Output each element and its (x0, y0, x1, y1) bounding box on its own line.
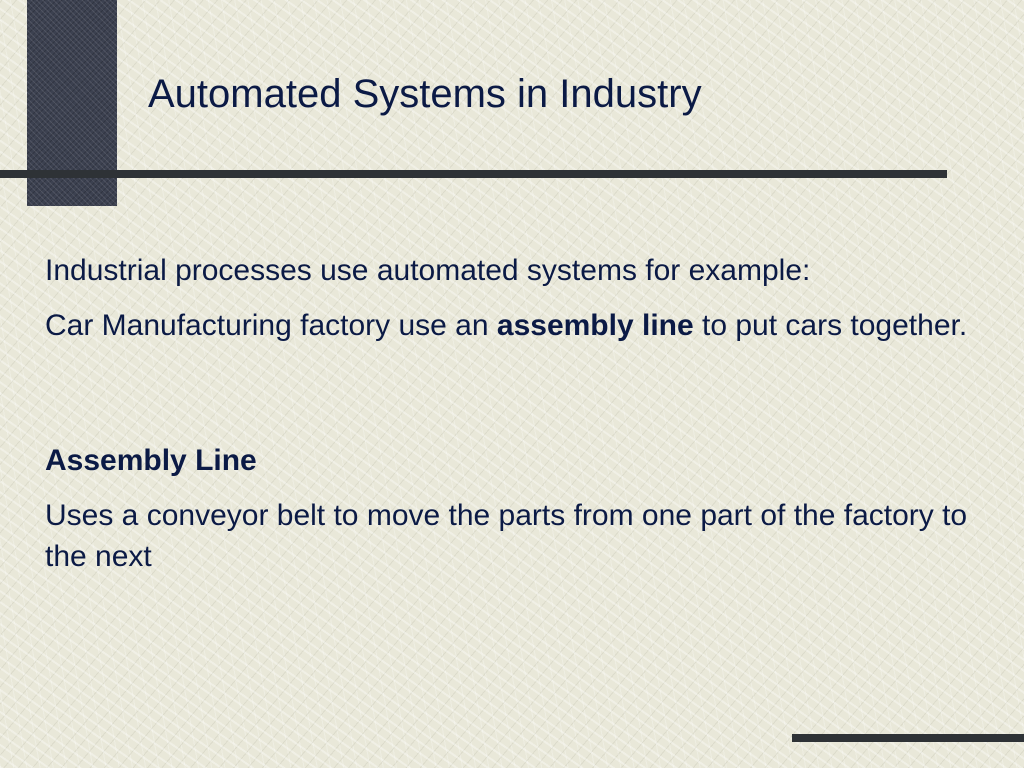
slide-title: Automated Systems in Industry (148, 72, 702, 116)
assembly-line-description: Uses a conveyor belt to move the parts f… (45, 499, 968, 573)
footer-divider-rule (792, 734, 1024, 742)
car-manufacturing-paragraph: Car Manufacturing factory use an assembl… (45, 305, 985, 346)
title-divider-rule (0, 170, 947, 178)
car-line-text-end: to put cars together. (693, 309, 968, 342)
slide-body: Industrial processes use automated syste… (45, 250, 985, 577)
car-line-text-start: Car Manufacturing factory use an (45, 309, 497, 342)
assembly-line-heading: Assembly Line (45, 444, 257, 477)
intro-paragraph: Industrial processes use automated syste… (45, 254, 811, 287)
assembly-line-emphasis: assembly line (496, 309, 694, 342)
